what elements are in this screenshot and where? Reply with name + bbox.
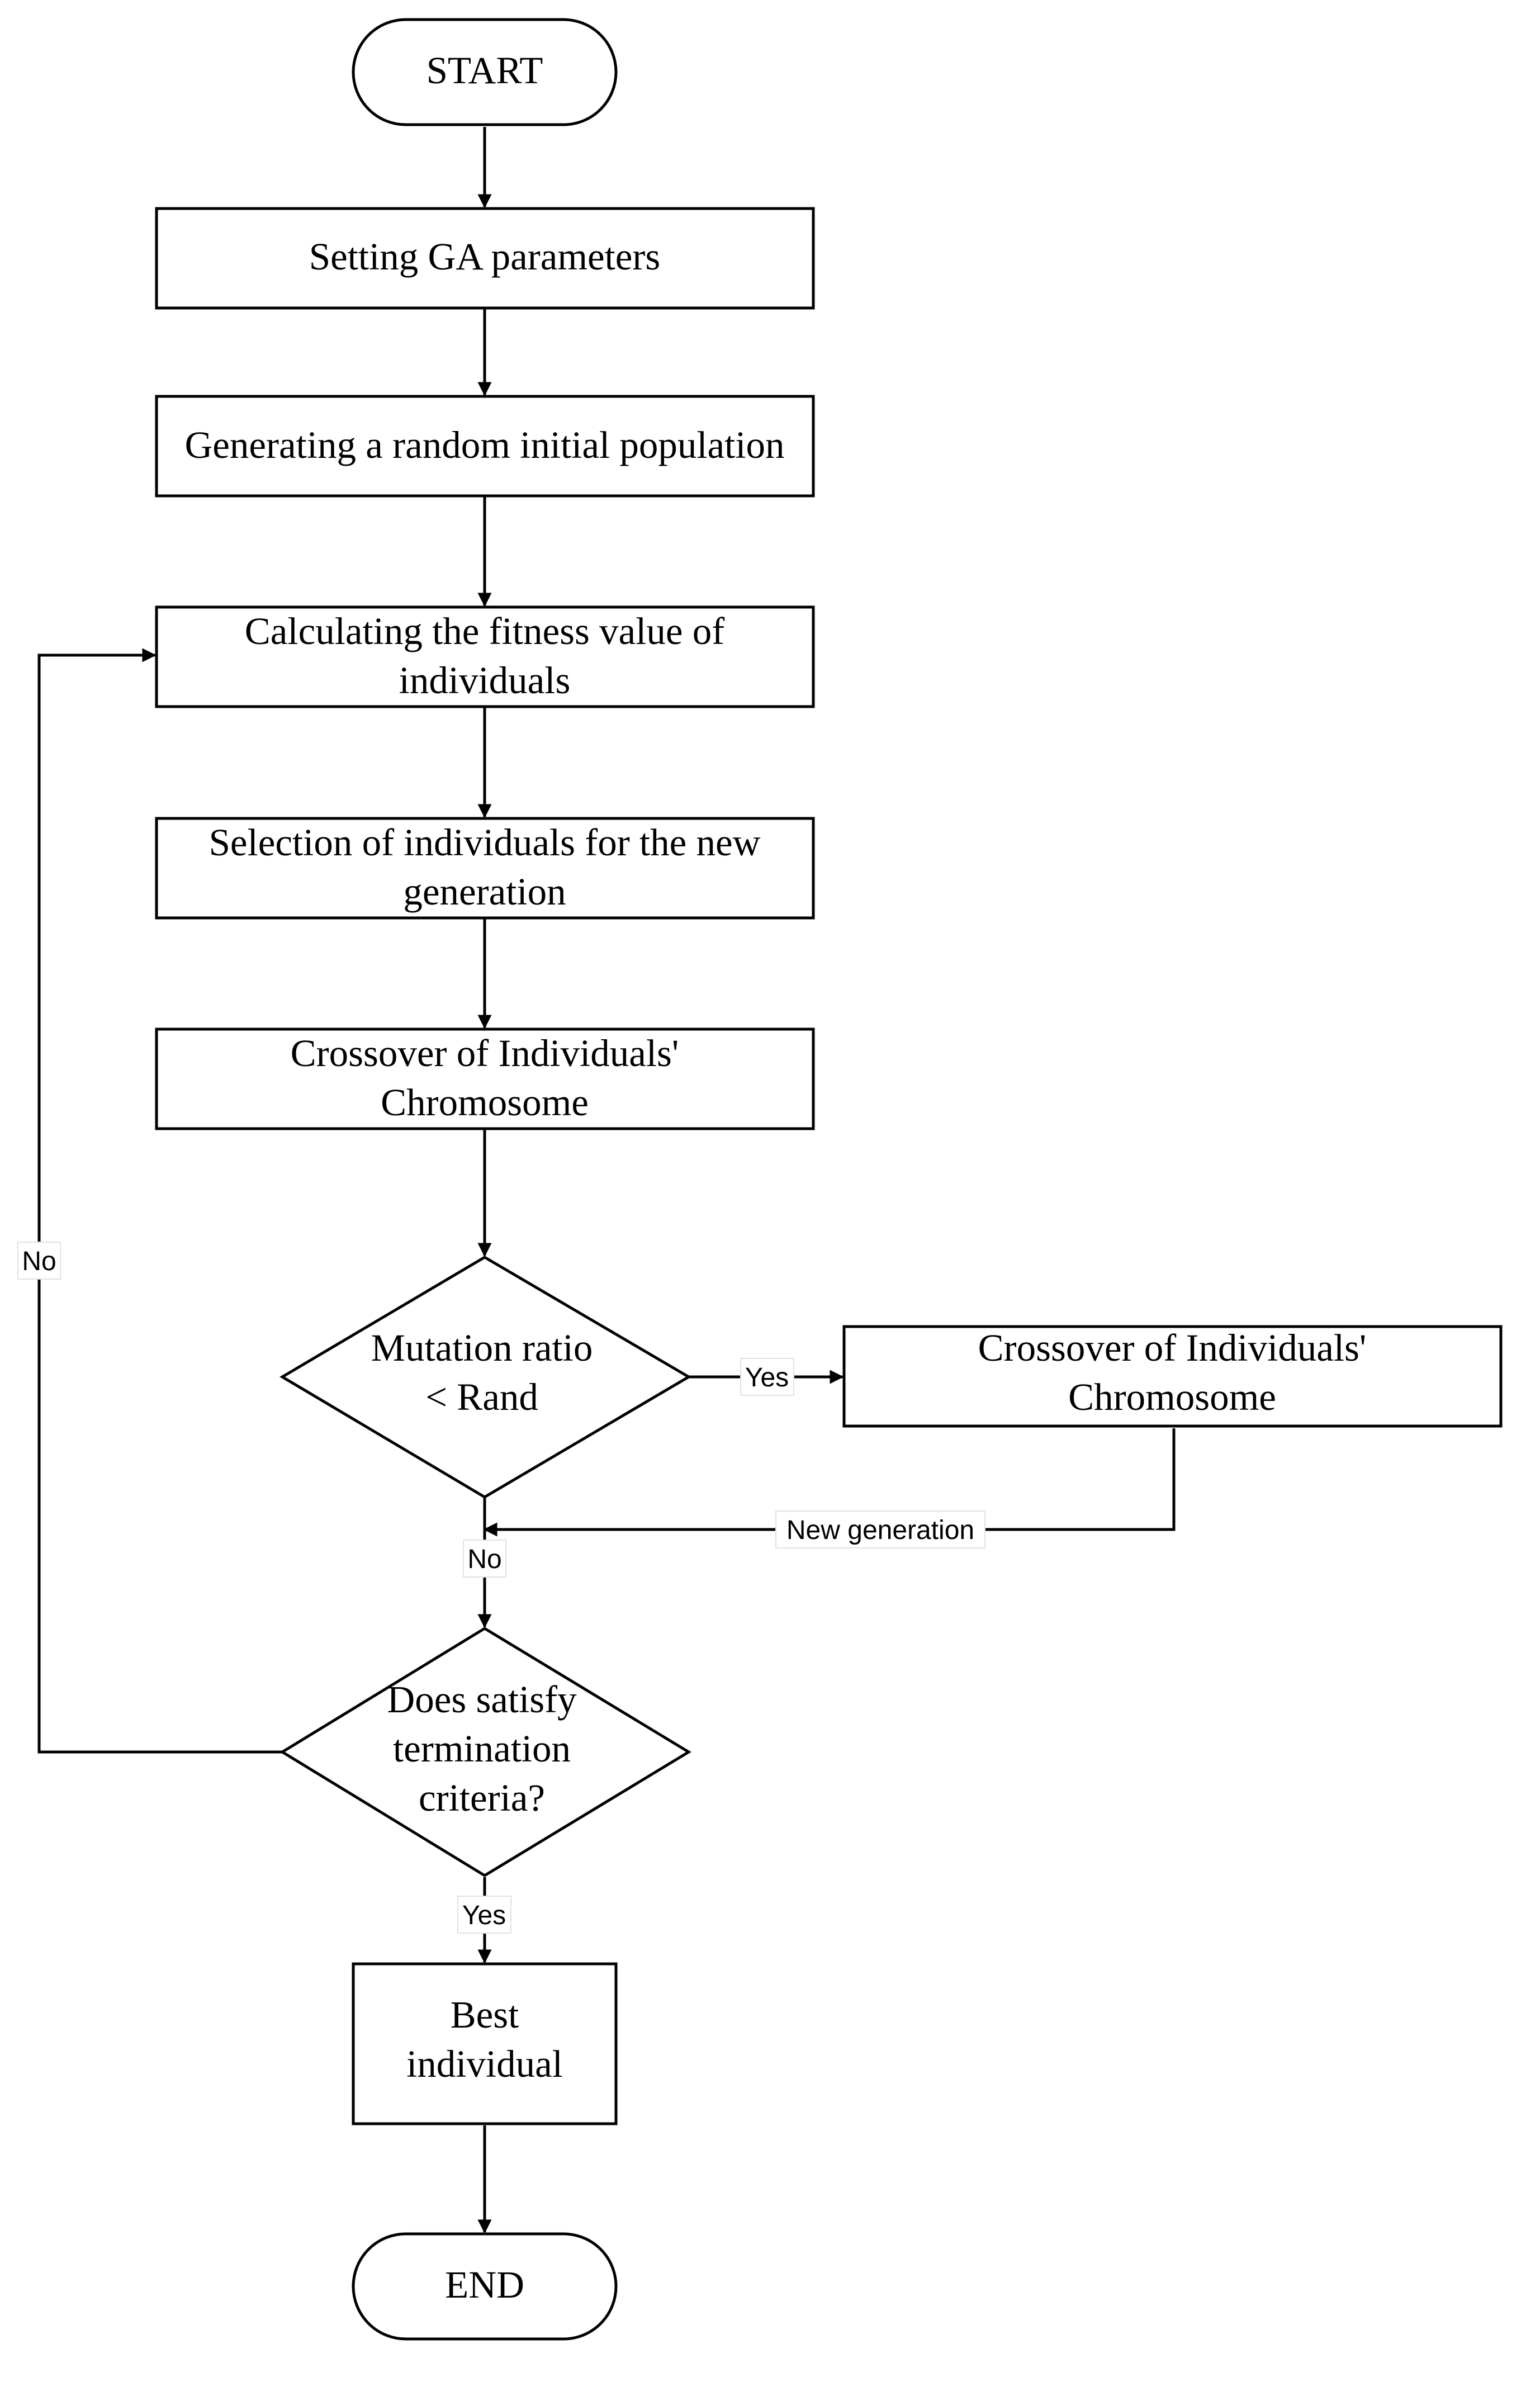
edge-label-termination-yes: Yes (457, 1896, 511, 1934)
mutation-yes-text: Yes (745, 1363, 789, 1393)
mutation-no-text: No (467, 1545, 501, 1574)
best-individual-step: Best individual (352, 1962, 618, 2125)
edge-new-generation (483, 1428, 1176, 1537)
termination-decision-line-1: Does satisfy (387, 1678, 577, 1721)
termination-decision-line-3: criteria? (419, 1777, 545, 1819)
fitness-label-line-1: Calculating the fitness value of (245, 610, 724, 652)
crossover-label-line-2: Chromosome (381, 1081, 589, 1124)
new-generation-text: New generation (786, 1516, 974, 1545)
selection-step: Selection of individuals for the new gen… (155, 817, 815, 920)
crossover-step: Crossover of Individuals' Chromosome (155, 1027, 815, 1130)
edge-label-loop-no: No (17, 1242, 61, 1280)
best-individual-line-1: Best (451, 1993, 519, 2036)
initial-population-label: Generating a random initial population (184, 424, 784, 466)
fitness-step: Calculating the fitness value of individ… (155, 605, 815, 708)
setting-parameters-step: Setting GA parameters (155, 207, 815, 310)
mutation-decision-line-1: Mutation ratio (371, 1327, 593, 1369)
termination-decision: Does satisfy termination criteria? (279, 1627, 691, 1877)
setting-parameters-label: Setting GA parameters (309, 235, 661, 278)
mutation-step-line-1: Crossover of Individuals' (978, 1327, 1367, 1369)
edge-label-mutation-yes: Yes (740, 1358, 794, 1396)
edge-label-new-generation: New generation (775, 1510, 985, 1548)
start-label: START (427, 49, 543, 92)
fitness-label-line-2: individuals (399, 659, 571, 702)
start-terminal: START (352, 18, 618, 126)
edge-termination-no-loop (37, 648, 282, 1754)
end-label: END (445, 2263, 524, 2306)
termination-decision-line-2: termination (393, 1727, 571, 1770)
crossover-label-line-1: Crossover of Individuals' (291, 1032, 679, 1074)
mutation-decision: Mutation ratio < Rand (279, 1256, 691, 1499)
selection-label-line-1: Selection of individuals for the new (209, 821, 761, 864)
best-individual-line-2: individual (406, 2043, 563, 2085)
end-terminal: END (352, 2232, 618, 2341)
mutation-decision-line-2: < Rand (425, 1376, 538, 1418)
mutation-step: Crossover of Individuals' Chromosome (842, 1325, 1503, 1428)
initial-population-step: Generating a random initial population (155, 395, 815, 498)
edge-label-mutation-no: No (463, 1540, 506, 1578)
loop-no-text: No (22, 1247, 56, 1276)
selection-label-line-2: generation (403, 870, 566, 913)
termination-yes-text: Yes (462, 1901, 506, 1930)
mutation-step-line-2: Chromosome (1068, 1376, 1276, 1418)
